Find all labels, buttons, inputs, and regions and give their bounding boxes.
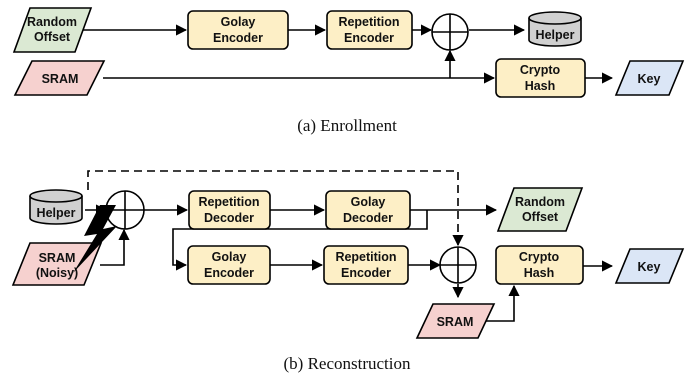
sram-shape <box>13 60 106 96</box>
reconstruction-diagram: Helper SRAM (Noisy) Repetition Decoder G… <box>11 170 685 373</box>
repetition-encoder-box-b <box>323 245 409 285</box>
helper-database-b: Helper <box>29 189 83 225</box>
repetition-encoder-node: Repetition Encoder <box>326 10 413 50</box>
helper-cylinder-top <box>528 11 582 25</box>
repetition-encoder-label-1: Repetition <box>338 15 399 29</box>
random-offset-shape <box>12 7 93 53</box>
sram-noisy-node: SRAM (Noisy) <box>11 242 103 286</box>
helper-label: Helper <box>536 28 575 42</box>
arrow-sram-to-hash <box>478 284 520 322</box>
sram-node: SRAM <box>13 60 106 96</box>
repetition-decoder-box <box>188 190 271 230</box>
sram-shape-b <box>415 303 496 339</box>
crypto-hash-label-2: Hash <box>525 79 556 93</box>
repetition-decoder-label-1: Repetition <box>198 195 259 209</box>
golay-encoder-label-b2: Encoder <box>204 266 254 280</box>
crypto-hash-label-b1: Crypto <box>519 250 560 264</box>
golay-decoder-label-2: Decoder <box>343 211 393 225</box>
reconstruction-caption: (b) Reconstruction <box>284 354 411 373</box>
helper-label-b: Helper <box>37 206 76 220</box>
golay-decoder-box <box>325 190 411 230</box>
xor-node <box>431 13 469 51</box>
random-offset-node: Random Offset <box>12 7 93 53</box>
lightning-bolt-icon <box>73 205 117 273</box>
crypto-hash-node: Crypto Hash <box>495 58 586 98</box>
random-offset-label-b1: Random <box>515 195 565 209</box>
repetition-encoder-label-2: Encoder <box>344 31 394 45</box>
golay-encoder-node-b: Golay Encoder <box>187 245 271 285</box>
random-offset-label-b2: Offset <box>522 210 559 224</box>
sram-noisy-label-1: SRAM <box>39 251 76 265</box>
crypto-hash-box-b <box>495 245 584 285</box>
key-label-b: Key <box>638 260 661 274</box>
repetition-encoder-box <box>326 10 413 50</box>
crypto-hash-node-b: Crypto Hash <box>495 245 584 285</box>
xor-node-b2 <box>439 246 477 284</box>
golay-encoder-box-b <box>187 245 271 285</box>
helper-cylinder-top-b <box>29 189 83 203</box>
golay-encoder-label-1: Golay <box>221 15 256 29</box>
arrow-sram-noisy-to-xor <box>100 228 130 266</box>
xor-cross-b2 <box>440 247 476 283</box>
key-node: Key <box>614 60 685 96</box>
golay-decoder-node: Golay Decoder <box>325 190 411 230</box>
repetition-decoder-node: Repetition Decoder <box>188 190 271 230</box>
repetition-decoder-label-2: Decoder <box>204 211 254 225</box>
golay-encoder-label-2: Encoder <box>213 31 263 45</box>
key-shape <box>614 60 685 96</box>
sram-node-b: SRAM <box>415 303 496 339</box>
helper-database: Helper <box>528 11 582 47</box>
sram-label: SRAM <box>42 72 79 86</box>
crypto-hash-box <box>495 58 586 98</box>
random-offset-node-b: Random Offset <box>496 187 584 232</box>
golay-encoder-box <box>187 10 289 50</box>
sram-noisy-shape <box>11 242 103 286</box>
crypto-hash-label-1: Crypto <box>520 63 561 77</box>
random-offset-shape-b <box>496 187 584 232</box>
golay-decoder-label-1: Golay <box>351 195 386 209</box>
key-node-b: Key <box>614 248 685 284</box>
repetition-encoder-label-b1: Repetition <box>335 250 396 264</box>
enrollment-caption: (a) Enrollment <box>297 116 397 135</box>
key-shape-b <box>614 248 685 284</box>
repetition-encoder-label-b2: Encoder <box>341 266 391 280</box>
helper-cylinder-body <box>528 18 582 47</box>
arrow-decoder-loop-to-golay-encoder <box>172 210 428 271</box>
golay-encoder-node: Golay Encoder <box>187 10 289 50</box>
helper-cylinder-body-b <box>29 196 83 225</box>
repetition-encoder-node-b: Repetition Encoder <box>323 245 409 285</box>
sram-label-b: SRAM <box>437 315 474 329</box>
crypto-hash-label-b2: Hash <box>524 266 555 280</box>
random-offset-label-2: Offset <box>34 30 71 44</box>
random-offset-label-1: Random <box>27 15 77 29</box>
key-label: Key <box>638 72 661 86</box>
sram-noisy-label-2: (Noisy) <box>36 266 78 280</box>
golay-encoder-label-b1: Golay <box>212 250 247 264</box>
enrollment-diagram: Random Offset Golay Encoder Repetition E… <box>12 7 685 135</box>
xor-cross <box>432 14 468 50</box>
